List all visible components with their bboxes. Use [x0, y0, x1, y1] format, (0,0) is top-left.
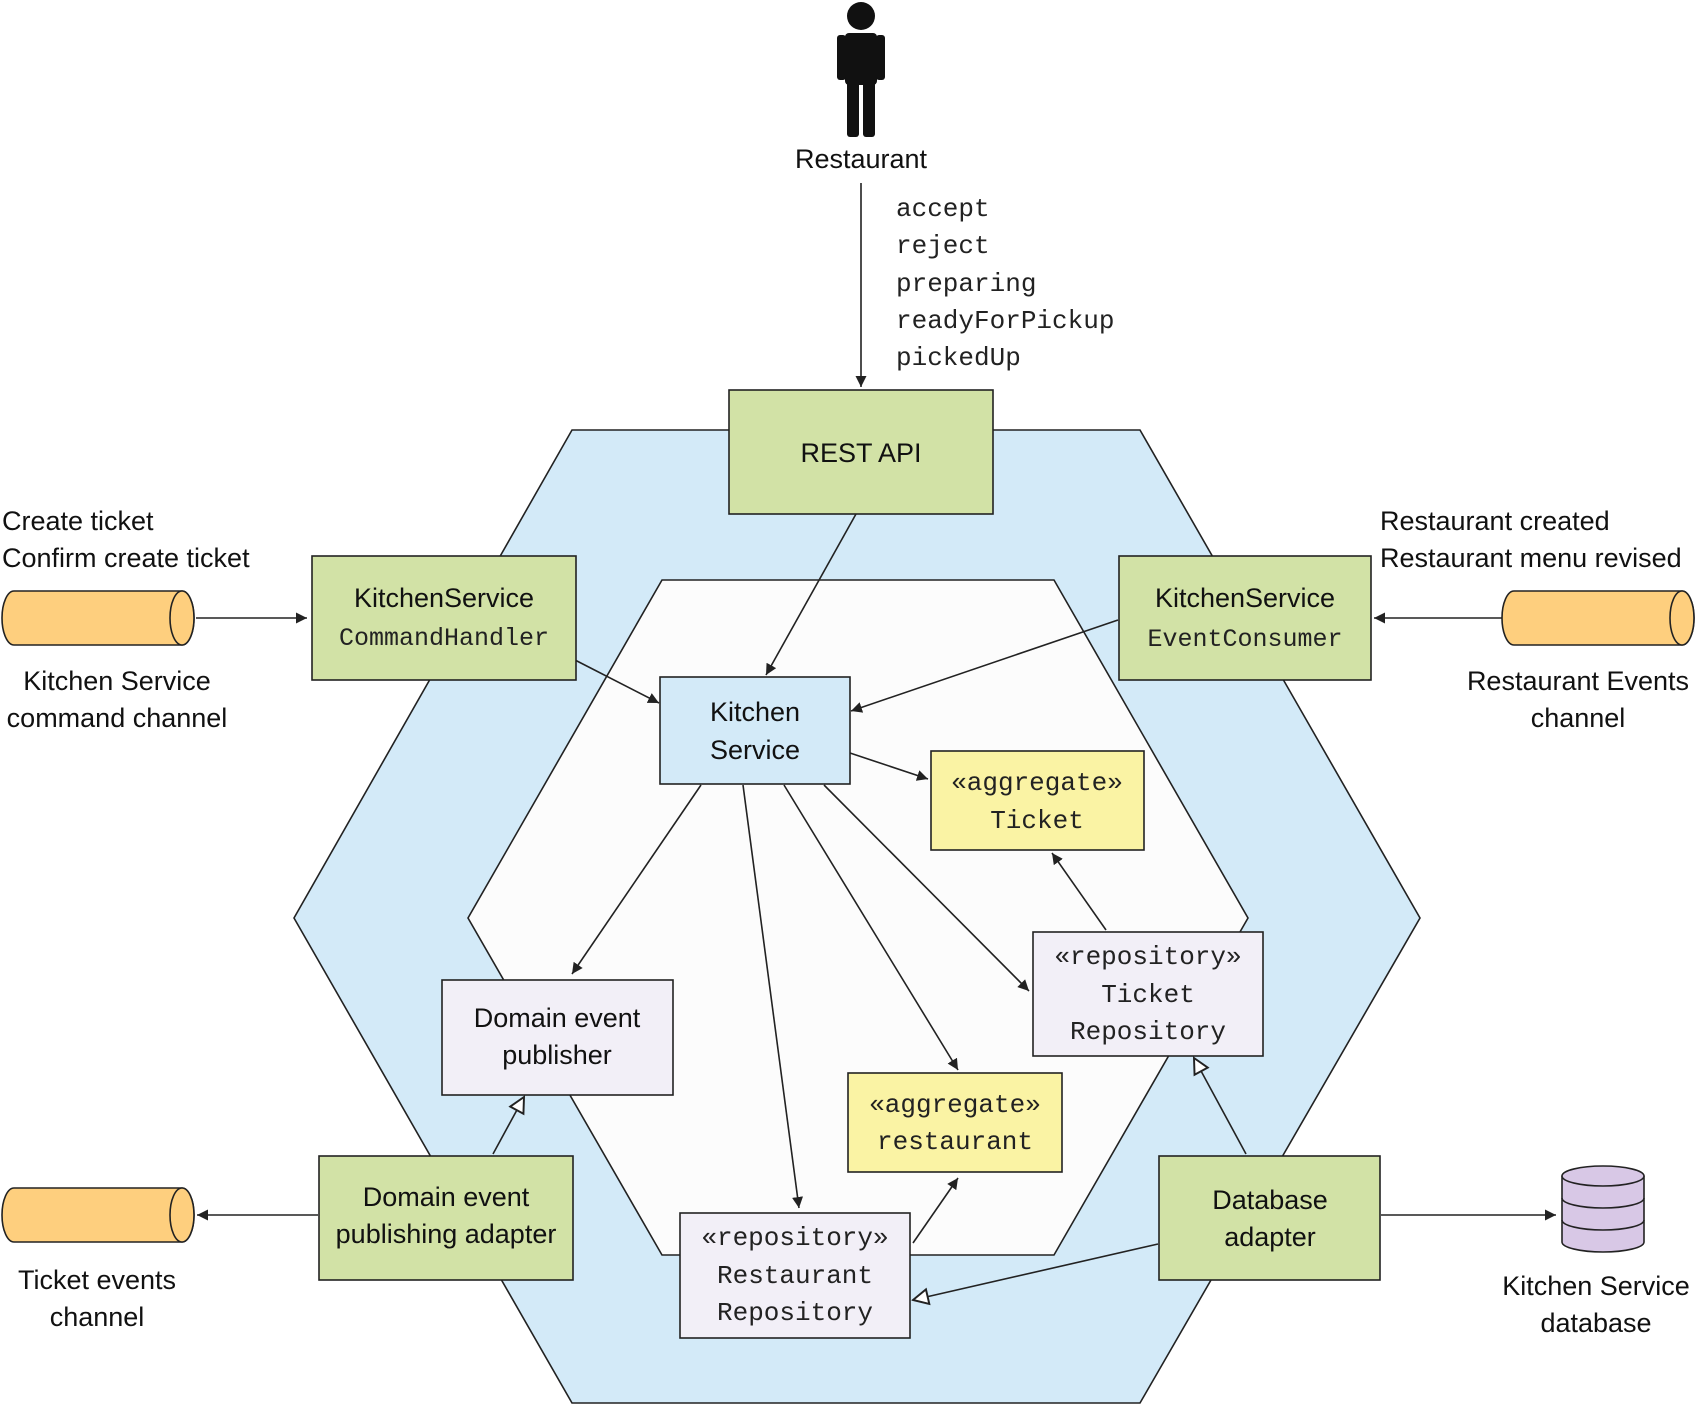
- publisher-line2: publisher: [502, 1040, 612, 1070]
- operation-reject: reject: [896, 231, 990, 261]
- publisher-line1: Domain event: [474, 1003, 641, 1033]
- arrow-database-adapter-to-ticket-repository: [1194, 1058, 1247, 1155]
- event-consumer-line1: KitchenService: [1155, 583, 1335, 613]
- restaurant-aggregate-stereotype: «aggregate»: [869, 1090, 1041, 1120]
- kitchen-service-line1: Kitchen: [710, 697, 800, 727]
- restaurant-repository-line1: Restaurant: [717, 1261, 873, 1291]
- rest-api-adapter: REST API: [728, 389, 994, 515]
- restaurant-message-menu-revised: Restaurant menu revised: [1380, 543, 1682, 573]
- operation-preparing: preparing: [896, 269, 1036, 299]
- ticket-aggregate-box: «aggregate» Ticket: [930, 750, 1145, 851]
- database-adapter-line2: adapter: [1224, 1222, 1316, 1252]
- actor-label: Restaurant: [795, 144, 928, 174]
- arrow-database-adapter-to-restaurant-repository: [913, 1243, 1159, 1300]
- restaurant-aggregate-name: restaurant: [877, 1127, 1033, 1157]
- arrow-event-consumer-to-kitchen-service: [850, 619, 1119, 713]
- channel-pipe-icon: [1501, 590, 1695, 646]
- restaurant-repository-line2: Repository: [717, 1298, 873, 1328]
- kitchen-service-line2: Service: [710, 735, 800, 765]
- database-icon: [1561, 1165, 1645, 1253]
- rest-api-label: REST API: [800, 438, 921, 468]
- person-icon: [837, 2, 885, 137]
- ticket-events-channel: Ticket events channel: [1, 1187, 195, 1332]
- publishing-adapter-line2: publishing adapter: [336, 1219, 557, 1249]
- arrow-kitchen-service-to-publisher: [571, 784, 702, 975]
- database-adapter: Database adapter: [1158, 1155, 1381, 1281]
- command-message-create: Create ticket: [2, 506, 154, 536]
- command-message-confirm: Confirm create ticket: [2, 543, 250, 573]
- restaurant-message-created: Restaurant created: [1380, 506, 1610, 536]
- channel-pipe-icon: [1, 1187, 195, 1243]
- arrow-kitchen-service-to-restaurant-aggregate: [783, 784, 959, 1071]
- operation-accept: accept: [896, 194, 990, 224]
- connectors: [196, 183, 1556, 1300]
- ticket-repository-box: «repository» Ticket Repository: [1032, 931, 1264, 1057]
- arrow-kitchen-service-to-ticket: [849, 752, 929, 781]
- database-label-2: database: [1540, 1308, 1651, 1338]
- arrow-kitchen-service-to-restaurant-repository: [742, 784, 804, 1209]
- arrow-ticket-repository-to-ticket: [1051, 852, 1107, 931]
- restaurant-events-channel: Restaurant created Restaurant menu revis…: [1380, 506, 1695, 733]
- command-handler-line1: KitchenService: [354, 583, 534, 613]
- database-adapter-line1: Database: [1212, 1185, 1328, 1215]
- ticket-events-label-2: channel: [50, 1302, 145, 1332]
- domain-event-publisher-box: Domain event publisher: [441, 979, 674, 1096]
- ticket-repository-stereotype: «repository»: [1054, 942, 1241, 972]
- command-channel-label-2: command channel: [7, 703, 228, 733]
- restaurant-repository-stereotype: «repository»: [701, 1223, 888, 1253]
- ticket-repository-line2: Repository: [1070, 1017, 1226, 1047]
- domain-event-publishing-adapter: Domain event publishing adapter: [318, 1155, 574, 1281]
- restaurant-events-label-1: Restaurant Events: [1467, 666, 1689, 696]
- arrow-restaurant-repository-to-restaurant: [912, 1177, 959, 1244]
- command-channel: Create ticket Confirm create ticket Kitc…: [1, 506, 250, 733]
- arrow-rest-api-to-kitchen-service: [765, 513, 857, 676]
- event-consumer-adapter: KitchenService EventConsumer: [1118, 555, 1372, 681]
- kitchen-service-database: Kitchen Service database: [1502, 1165, 1690, 1338]
- event-consumer-line2: EventConsumer: [1147, 625, 1342, 654]
- arrow-kitchen-service-to-ticket-repository: [823, 784, 1030, 992]
- restaurant-repository-box: «repository» Restaurant Repository: [679, 1212, 911, 1339]
- command-channel-label-1: Kitchen Service: [23, 666, 211, 696]
- ticket-events-label-1: Ticket events: [18, 1265, 176, 1295]
- ticket-aggregate-stereotype: «aggregate»: [951, 768, 1123, 798]
- command-handler-adapter: KitchenService CommandHandler: [311, 555, 577, 681]
- operation-ready-for-pickup: readyForPickup: [896, 306, 1114, 336]
- arrow-command-handler-to-kitchen-service: [574, 659, 660, 704]
- kitchen-service-box: Kitchen Service: [659, 676, 851, 785]
- arrow-publishing-adapter-to-publisher: [492, 1097, 524, 1155]
- channel-pipe-icon: [1, 590, 195, 646]
- database-label-1: Kitchen Service: [1502, 1271, 1690, 1301]
- restaurant-events-label-2: channel: [1531, 703, 1626, 733]
- rest-operations-list: accept reject preparing readyForPickup p…: [896, 194, 1114, 373]
- ticket-repository-line1: Ticket: [1101, 980, 1195, 1010]
- publishing-adapter-line1: Domain event: [363, 1182, 530, 1212]
- ticket-aggregate-name: Ticket: [990, 806, 1084, 836]
- command-handler-line2: CommandHandler: [339, 624, 549, 653]
- restaurant-aggregate-box: «aggregate» restaurant: [847, 1072, 1063, 1173]
- operation-picked-up: pickedUp: [896, 343, 1021, 373]
